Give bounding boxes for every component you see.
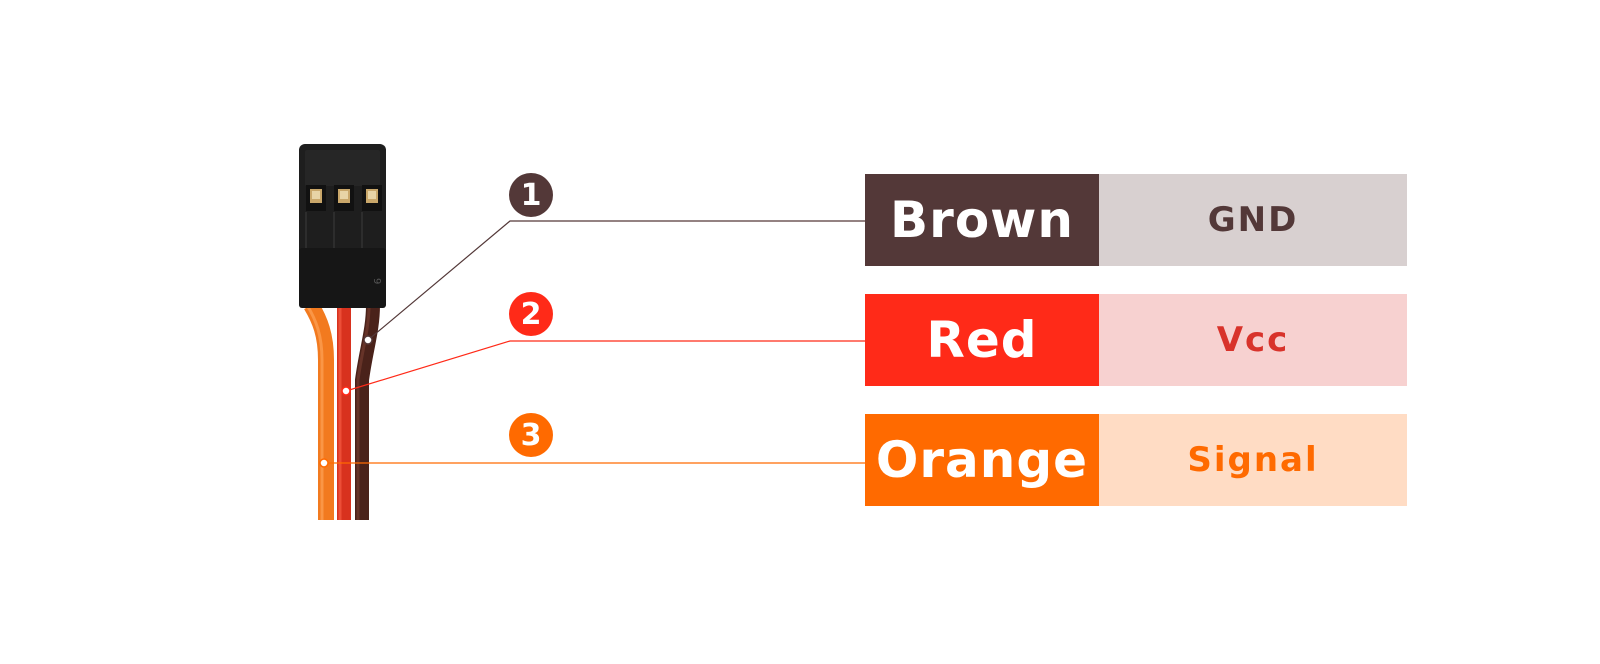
- color-name-cell: Orange: [865, 414, 1099, 506]
- leader-line-1: [367, 220, 865, 341]
- function-vcc: Vcc: [1216, 320, 1290, 360]
- badge-3-number: 3: [520, 417, 542, 453]
- function-cell: GND: [1099, 174, 1407, 266]
- badge-3: 3: [509, 413, 553, 457]
- anchor-dot-2: [341, 386, 351, 396]
- color-name-orange: Orange: [875, 431, 1089, 489]
- connector-mark: 9: [371, 278, 382, 284]
- badge-2-number: 2: [520, 296, 542, 332]
- color-name-cell: Brown: [865, 174, 1099, 266]
- function-gnd: GND: [1207, 200, 1299, 240]
- color-name-cell: Red: [865, 294, 1099, 386]
- function-cell: Signal: [1099, 414, 1407, 506]
- anchor-dot-3: [319, 458, 329, 468]
- function-cell: Vcc: [1099, 294, 1407, 386]
- leader-line-2: [345, 340, 865, 392]
- badge-1: 1: [509, 173, 553, 217]
- wire-row-orange: Orange Signal: [865, 414, 1407, 506]
- color-name-red: Red: [926, 311, 1038, 369]
- wire-row-red: Red Vcc: [865, 294, 1407, 386]
- wire-row-brown: Brown GND: [865, 174, 1407, 266]
- anchor-dot-1: [363, 335, 373, 345]
- function-signal: Signal: [1187, 440, 1319, 480]
- badge-1-number: 1: [520, 177, 542, 213]
- badge-2: 2: [509, 292, 553, 336]
- connector-housing: 9: [299, 144, 386, 308]
- orange-wire: [304, 300, 334, 520]
- color-name-brown: Brown: [890, 191, 1074, 249]
